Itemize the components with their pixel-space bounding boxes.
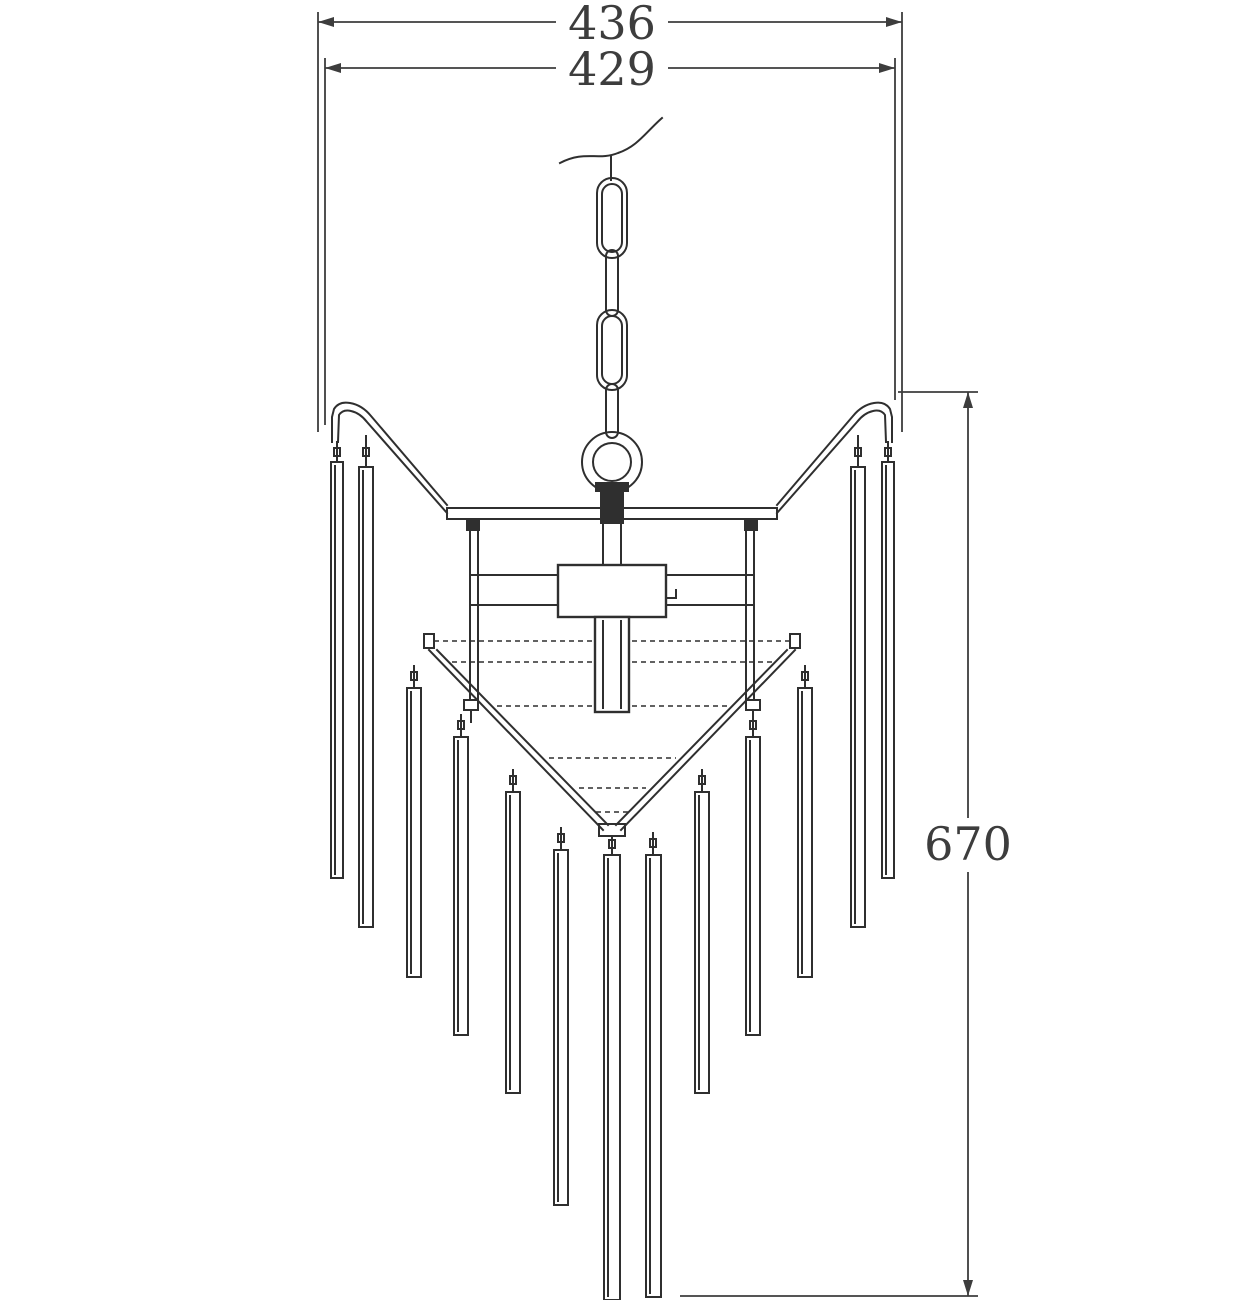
dimension-width-inner: 429 [324, 42, 896, 425]
glass-rod [358, 435, 374, 928]
dimension-label-436: 436 [568, 0, 656, 50]
collar-nut [595, 482, 629, 524]
glass-rod [553, 827, 569, 1206]
canopy-arm-left [331, 401, 449, 515]
glass-rod [797, 665, 813, 978]
glass-rod [850, 435, 866, 928]
center-stem [602, 523, 622, 566]
dimension-height: 670 [680, 391, 1012, 1297]
glass-rod [330, 441, 344, 879]
glass-rod [505, 769, 521, 1094]
suspension-wire [558, 116, 664, 181]
glass-rod [645, 832, 662, 1298]
hub-box [556, 563, 677, 619]
support-rod-left [463, 530, 479, 723]
chain [596, 177, 628, 439]
glass-rod [745, 714, 761, 1036]
glass-rod [603, 835, 621, 1300]
dimension-label-670: 670 [924, 817, 1012, 871]
diffuser-cone [423, 633, 801, 837]
dimension-label-429: 429 [568, 42, 656, 96]
glass-rod [453, 714, 469, 1036]
canopy-arm-right [775, 401, 893, 515]
dimension-width-outer: 436 [317, 0, 903, 432]
lamp-socket [593, 615, 631, 714]
glass-rod [881, 441, 895, 879]
support-rod-right [745, 530, 761, 723]
glass-rod [694, 769, 710, 1094]
mounting-plate [446, 507, 778, 531]
glass-rod [406, 665, 422, 978]
